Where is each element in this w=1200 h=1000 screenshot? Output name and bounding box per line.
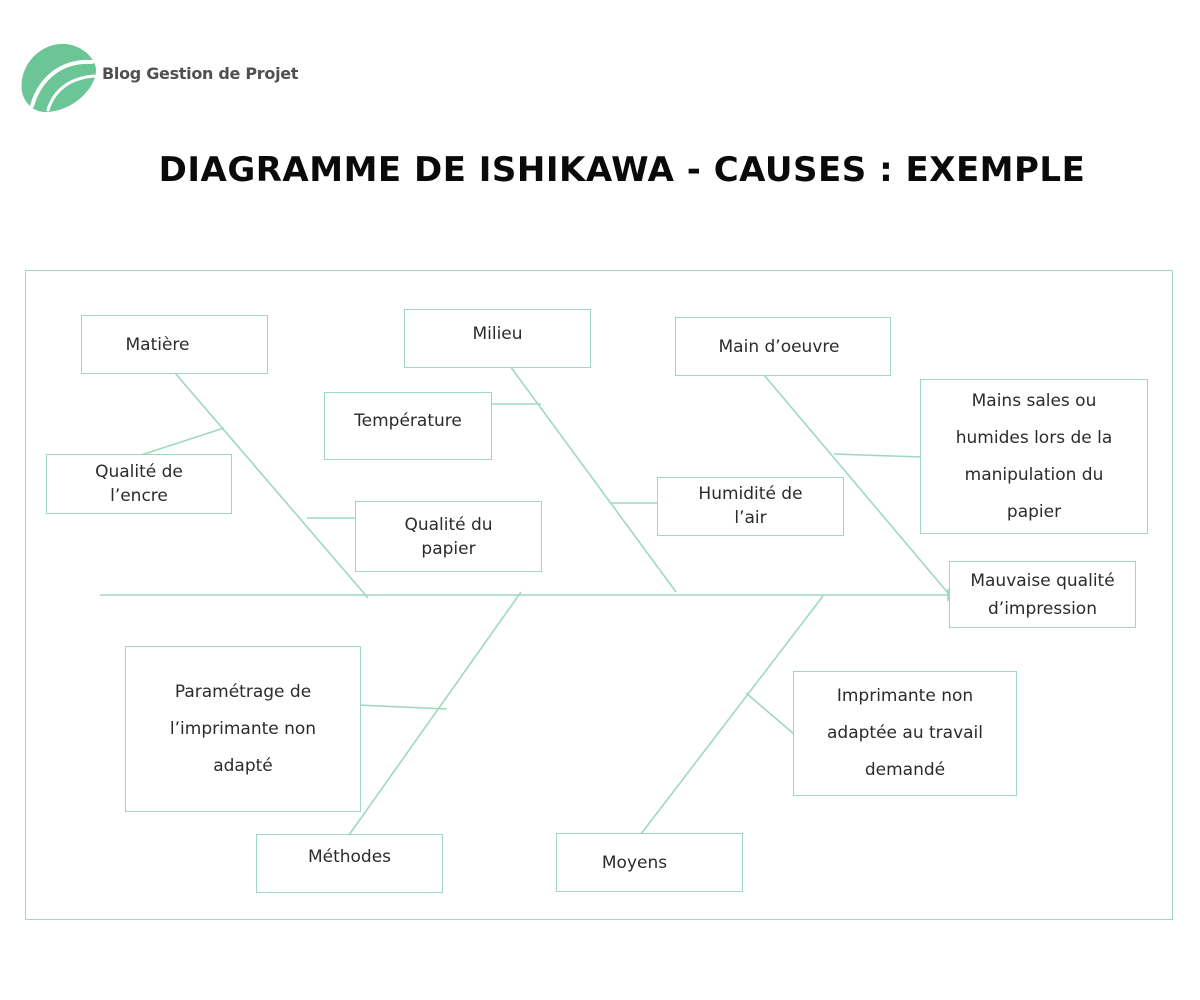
effect-box: Mauvaise qualité d’impression [949,561,1136,628]
bone-moyens [640,595,824,835]
category-matiere: Matière [81,315,268,374]
category-matiere-label: Matière [125,334,190,355]
category-milieu-label: Milieu [472,324,523,344]
leaf-logo-icon [21,43,96,113]
category-moyens-label: Moyens [601,852,668,873]
page-title: DIAGRAMME DE ISHIKAWA - CAUSES : EXEMPLE [158,150,1086,190]
rib-mains-sales [833,453,923,458]
cause-imprimante-label: Imprimante non adaptée au travail demand… [827,686,983,780]
bone-main-oeuvre [763,374,949,594]
cause-mains-sales: Mains sales ou humides lors de la manipu… [920,379,1148,534]
rib-qualite-encre [137,427,225,457]
brand-name: Blog Gestion de Projet [102,64,299,83]
cause-qualite-encre-label: Qualité de l’encre [95,462,183,506]
cause-qualite-papier-label: Qualité du papier [404,514,493,559]
diagram-frame [25,270,1173,920]
cause-qualite-papier: Qualité du papier [355,501,542,572]
category-methodes-label: Méthodes [307,847,392,867]
bone-matiere [174,372,369,599]
category-milieu: Milieu [404,309,591,368]
cause-humidite-air: Humidité de l’air [657,477,844,536]
cause-mains-sales-label: Mains sales ou humides lors de la manipu… [955,390,1113,522]
cause-parametrage: Paramétrage de l’imprimante non adapté [125,646,361,812]
cause-imprimante: Imprimante non adaptée au travail demand… [793,671,1017,796]
category-main-oeuvre-label: Main d’oeuvre [718,336,840,357]
cause-qualite-encre: Qualité de l’encre [46,454,232,514]
cause-temperature: Température [324,392,492,460]
category-methodes: Méthodes [256,834,443,893]
cause-parametrage-label: Paramétrage de l’imprimante non adapté [169,681,317,776]
brand-logo[interactable]: Blog Gestion de Projet [18,40,308,116]
cause-humidite-air-label: Humidité de l’air [698,484,803,528]
rib-imprimante [745,692,795,735]
category-main-oeuvre: Main d’oeuvre [675,317,891,376]
cause-temperature-label: Température [354,411,462,431]
effect-label: Mauvaise qualité d’impression [970,570,1115,619]
bone-methodes [348,591,522,836]
category-moyens: Moyens [556,833,743,892]
rib-parametrage [356,704,448,710]
